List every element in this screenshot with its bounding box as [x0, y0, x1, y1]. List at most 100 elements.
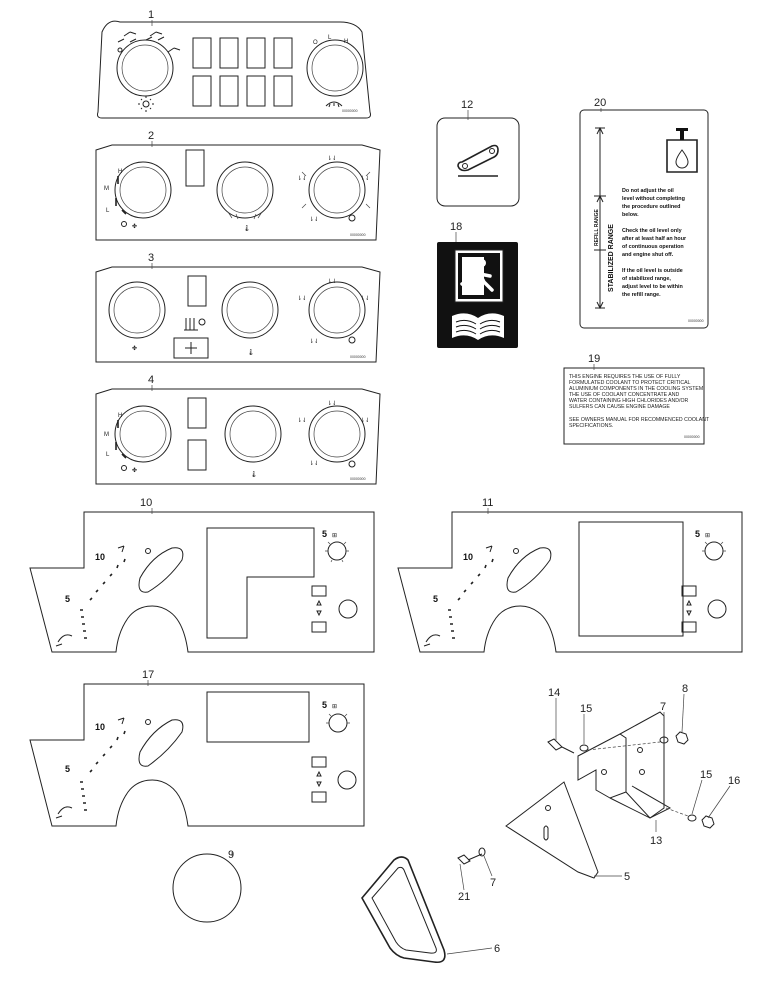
- refill-range-label: REFILL RANGE: [594, 208, 600, 246]
- callout-21: 21: [458, 891, 470, 903]
- exit-running-man-icon: [458, 253, 500, 299]
- speed-5-mark-17: 5: [65, 764, 70, 774]
- svg-text:⇂⇃: ⇂⇃: [297, 417, 307, 424]
- panel-11: 10 5 5 ⊞: [397, 511, 743, 653]
- decal-20: REFILL RANGE STABILIZED RANGE Do not adj…: [579, 109, 709, 329]
- svg-text:ALUMINIUM COMPONENTS IN THE CO: ALUMINIUM COMPONENTS IN THE COOLING SYST…: [569, 386, 705, 392]
- svg-text:SEE OWNERS MANUAL FOR RECOMMEN: SEE OWNERS MANUAL FOR RECOMMENCED COOLAN…: [569, 417, 710, 423]
- rear-defrost-icon: [184, 318, 206, 331]
- l-mark-2: L: [106, 208, 110, 214]
- callout-1: 1: [148, 9, 154, 21]
- callout-numbers: 1 2 3 4 10 11 17 12 18 20 19 9 6 5 13 14…: [140, 9, 740, 955]
- svg-text:Check the oil level only: Check the oil level only: [622, 228, 682, 234]
- callout-11: 11: [482, 497, 493, 509]
- svg-text:00000000: 00000000: [350, 477, 366, 481]
- switch-grid: [192, 37, 293, 107]
- svg-text:below.: below.: [622, 212, 639, 218]
- callout-3: 3: [148, 252, 154, 264]
- svg-text:⇂⇃: ⇂⇃: [309, 460, 319, 467]
- svg-text:00000000: 00000000: [350, 233, 366, 237]
- m-mark-2: M: [104, 186, 109, 192]
- svg-text:⇂⇃: ⇂⇃: [360, 295, 370, 302]
- speed-5-mark-11: 5: [433, 594, 438, 604]
- callout-17: 17: [142, 669, 154, 681]
- svg-text:FORMULATED COOLANT TO PROTECT: FORMULATED COOLANT TO PROTECT CRITICAL: [569, 380, 691, 386]
- decal-12: [436, 117, 520, 207]
- callout-7-lower: 7: [490, 877, 496, 889]
- thermometer-icon: 🌡: [243, 224, 251, 232]
- callout-8: 8: [682, 683, 688, 695]
- bracket-assembly: [457, 711, 715, 879]
- disc-part-9: [172, 853, 242, 923]
- speed-5-mark: 5: [65, 594, 70, 604]
- panel-2: H M L ✤ 🌡 ⇂⇃ ⇂⇃ ⇂⇃ ⇂⇃ 00000000: [95, 144, 381, 241]
- svg-text:⇂⇃: ⇂⇃: [327, 400, 337, 407]
- callout-12: 12: [461, 99, 473, 111]
- callout-16: 16: [728, 775, 740, 787]
- svg-text:THIS ENGINE REQUIRES THE USE O: THIS ENGINE REQUIRES THE USE OF FULLY: [569, 374, 681, 380]
- svg-text:THE USE OF COOLANT CONCENTRATE: THE USE OF COOLANT CONCENTRATE AND: [569, 392, 679, 398]
- svg-text:00000000: 00000000: [350, 355, 366, 359]
- gasket-part-6: [361, 856, 446, 964]
- fan-icon-4: ✤: [132, 467, 137, 474]
- callout-6: 6: [494, 943, 500, 955]
- callout-15-upper: 15: [580, 703, 592, 715]
- panel-4: H M L ✤ 🌡 ⇂⇃ ⇂⇃ ⇂⇃ ⇂⇃ 00000000: [95, 388, 381, 485]
- l-mark-4: L: [106, 452, 110, 458]
- callout-13: 13: [650, 835, 662, 847]
- callout-10: 10: [140, 497, 152, 509]
- callout-4: 4: [148, 374, 154, 386]
- decal-18: [437, 242, 518, 348]
- panel-17: 10 5 5 ⊞: [29, 683, 365, 827]
- svg-text:WATER CONTAINING HIGH CHLORIDE: WATER CONTAINING HIGH CHLORIDES AND/OR: [569, 398, 688, 404]
- svg-text:00000000: 00000000: [342, 109, 358, 113]
- thermometer-icon-4: 🌡: [250, 470, 258, 478]
- panel-1: O L H 00000000: [97, 20, 371, 119]
- callout-7-upper: 7: [660, 701, 666, 713]
- speed-10-mark-11: 10: [463, 552, 473, 562]
- svg-text:⇂⇃: ⇂⇃: [360, 417, 370, 424]
- manual-book-icon: [452, 313, 504, 340]
- svg-text:⊞: ⊞: [705, 533, 710, 539]
- mode-icons: [117, 31, 181, 53]
- callout-14: 14: [548, 687, 560, 699]
- svg-text:⊞: ⊞: [332, 533, 337, 539]
- svg-text:⇂⇃: ⇂⇃: [360, 175, 370, 182]
- l-mark: L: [328, 35, 332, 41]
- svg-text:adjust level to be within: adjust level to be within: [622, 284, 683, 290]
- svg-text:SULFERS CAN CAUSE ENGINE DAMAG: SULFERS CAN CAUSE ENGINE DAMAGE: [569, 404, 670, 410]
- callout-19: 19: [588, 353, 600, 365]
- svg-text:⇂⇃: ⇂⇃: [309, 338, 319, 345]
- top-5-mark-11: 5: [695, 529, 700, 539]
- o-mark: O: [313, 40, 318, 46]
- svg-text:⇂⇃: ⇂⇃: [297, 175, 307, 182]
- defrost-icon: [325, 101, 343, 108]
- lever-icon: [457, 144, 499, 177]
- m-mark-4: M: [104, 432, 109, 438]
- oil-instructions: Do not adjust the oil level without comp…: [622, 188, 687, 298]
- callout-2: 2: [148, 130, 154, 142]
- h-mark-4: H: [118, 413, 122, 419]
- svg-text:of stabilized range,: of stabilized range,: [622, 276, 671, 282]
- svg-text:⊞: ⊞: [332, 704, 337, 710]
- svg-text:the refill range.: the refill range.: [622, 292, 661, 298]
- svg-text:SPECIFICATIONS.: SPECIFICATIONS.: [569, 423, 613, 429]
- svg-text:after at least half an hour: after at least half an hour: [622, 236, 687, 242]
- svg-text:and engine shut off.: and engine shut off.: [622, 252, 674, 258]
- callout-15-lower: 15: [700, 769, 712, 781]
- fan-icon-3: ✤: [132, 345, 137, 352]
- oil-can-icon: [666, 128, 698, 173]
- svg-text:Do not adjust the oil: Do not adjust the oil: [622, 188, 674, 194]
- panel-10: 10 5 5 ⊞: [29, 511, 375, 653]
- speed-10-mark-17: 10: [95, 722, 105, 732]
- top-5-mark: 5: [322, 529, 327, 539]
- leader-lines: [147, 20, 731, 955]
- svg-text:⇂⇃: ⇂⇃: [327, 278, 337, 285]
- h-mark: H: [344, 39, 348, 45]
- callout-18: 18: [450, 221, 462, 233]
- top-5-mark-17: 5: [322, 700, 327, 710]
- svg-text:the procedure outlined: the procedure outlined: [622, 204, 680, 210]
- h-mark-2: H: [118, 169, 122, 175]
- thermometer-icon-3: 🌡: [247, 348, 255, 356]
